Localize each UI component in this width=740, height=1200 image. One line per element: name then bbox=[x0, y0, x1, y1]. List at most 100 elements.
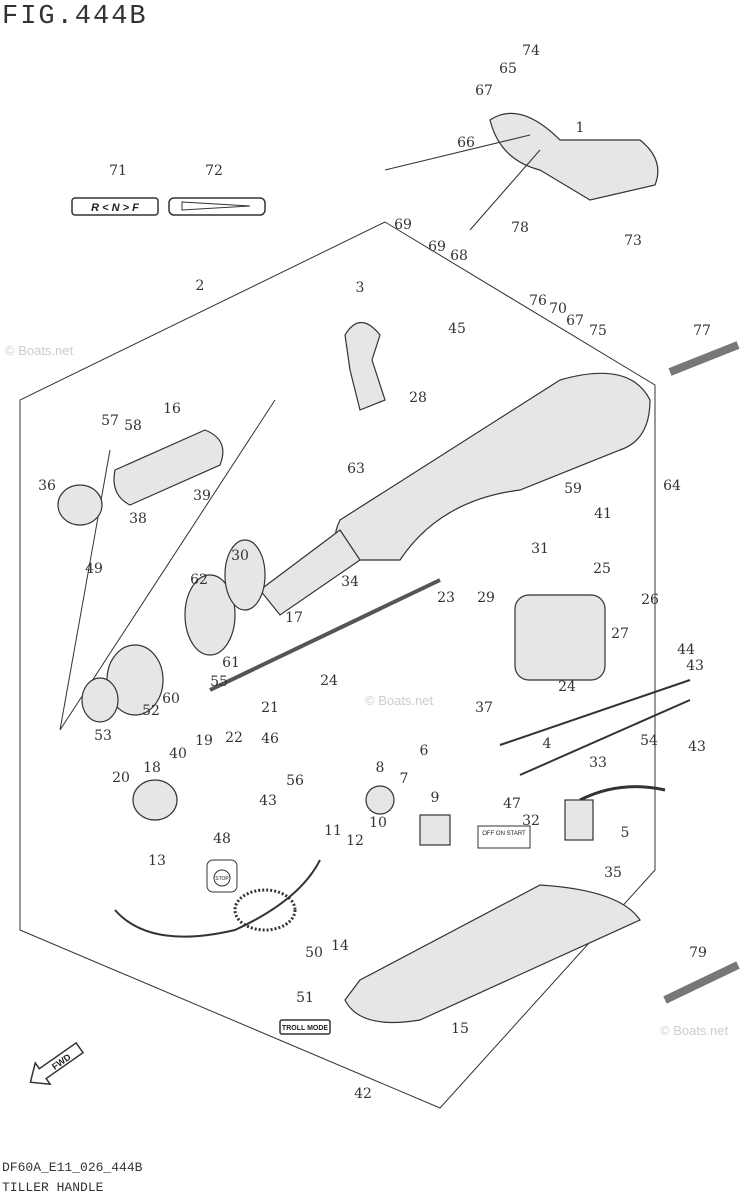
callout-22: 22 bbox=[225, 730, 243, 746]
callout-23: 23 bbox=[437, 590, 455, 606]
figure-code: DF60A_E11_026_444B bbox=[2, 1160, 143, 1175]
stop-decal-text: STOP bbox=[215, 876, 229, 882]
callout-5: 5 bbox=[621, 825, 630, 841]
callout-41: 41 bbox=[594, 506, 612, 522]
callout-78: 78 bbox=[511, 220, 529, 236]
callout-55: 55 bbox=[210, 674, 228, 690]
callout-16: 16 bbox=[163, 401, 181, 417]
shift-decal-text: R < N > F bbox=[91, 202, 139, 214]
callout-3: 3 bbox=[356, 280, 365, 296]
callout-13: 13 bbox=[148, 853, 166, 869]
callout-79: 79 bbox=[689, 945, 707, 961]
callout-1: 1 bbox=[576, 120, 585, 136]
callout-44: 44 bbox=[677, 642, 695, 658]
callout-11: 11 bbox=[324, 823, 342, 839]
callout-18: 18 bbox=[143, 760, 161, 776]
watermark: © Boats.net bbox=[365, 693, 434, 708]
callout-54: 54 bbox=[640, 733, 658, 749]
callout-10: 10 bbox=[369, 815, 387, 831]
callout-38: 38 bbox=[129, 511, 147, 527]
callout-21: 21 bbox=[261, 700, 279, 716]
callout-67: 67 bbox=[566, 313, 584, 329]
callout-68: 68 bbox=[450, 248, 468, 264]
callout-64: 64 bbox=[663, 478, 681, 494]
callout-60: 60 bbox=[162, 691, 180, 707]
stop-decal bbox=[206, 859, 238, 893]
figure-title: FIG.444B bbox=[2, 2, 148, 32]
callout-30: 30 bbox=[231, 548, 249, 564]
callout-45: 45 bbox=[448, 321, 466, 337]
callout-9: 9 bbox=[431, 790, 440, 806]
shift-decal bbox=[71, 197, 159, 216]
callout-20: 20 bbox=[112, 770, 130, 786]
callout-47: 47 bbox=[503, 796, 521, 812]
callout-39: 39 bbox=[193, 488, 211, 504]
assembly-outline bbox=[19, 221, 656, 1109]
troll-decal bbox=[279, 1019, 331, 1035]
callout-53: 53 bbox=[94, 728, 112, 744]
callout-76: 76 bbox=[529, 293, 547, 309]
figure-name: TILLER HANDLE bbox=[2, 1180, 104, 1195]
callout-7: 7 bbox=[400, 771, 409, 787]
callout-28: 28 bbox=[409, 390, 427, 406]
callout-25: 25 bbox=[593, 561, 611, 577]
callout-29: 29 bbox=[477, 590, 495, 606]
callout-48: 48 bbox=[213, 831, 231, 847]
callout-15: 15 bbox=[451, 1021, 469, 1037]
callout-69: 69 bbox=[428, 239, 446, 255]
callout-34: 34 bbox=[341, 574, 359, 590]
callout-71: 71 bbox=[109, 163, 127, 179]
callout-70: 70 bbox=[549, 301, 567, 317]
throttle-decal bbox=[168, 197, 266, 216]
tiller-base bbox=[344, 884, 641, 1024]
callout-56: 56 bbox=[286, 773, 304, 789]
callout-73: 73 bbox=[624, 233, 642, 249]
callout-77: 77 bbox=[693, 323, 711, 339]
callout-50: 50 bbox=[305, 945, 323, 961]
switch-decal-text: OFF ON START bbox=[482, 831, 526, 837]
callout-6: 6 bbox=[420, 743, 429, 759]
callout-26: 26 bbox=[641, 592, 659, 608]
callout-43: 43 bbox=[686, 658, 704, 674]
callout-51: 51 bbox=[296, 990, 314, 1006]
callout-14: 14 bbox=[331, 938, 349, 954]
callout-33: 33 bbox=[589, 755, 607, 771]
callout-4: 4 bbox=[543, 736, 552, 752]
callout-36: 36 bbox=[38, 478, 56, 494]
callout-32: 32 bbox=[522, 813, 540, 829]
callout-74: 74 bbox=[522, 43, 540, 59]
callout-19: 19 bbox=[195, 733, 213, 749]
callout-24: 24 bbox=[320, 673, 338, 689]
callout-40: 40 bbox=[169, 746, 187, 762]
callout-12: 12 bbox=[346, 833, 364, 849]
callout-2: 2 bbox=[196, 278, 205, 294]
callout-43: 43 bbox=[259, 793, 277, 809]
callout-43: 43 bbox=[688, 739, 706, 755]
callout-69: 69 bbox=[394, 217, 412, 233]
callout-27: 27 bbox=[611, 626, 629, 642]
callout-59: 59 bbox=[564, 481, 582, 497]
callout-62: 62 bbox=[190, 572, 208, 588]
callout-31: 31 bbox=[531, 541, 549, 557]
callout-42: 42 bbox=[354, 1086, 372, 1102]
callout-75: 75 bbox=[589, 323, 607, 339]
watermark: © Boats.net bbox=[660, 1023, 729, 1038]
callout-8: 8 bbox=[376, 760, 385, 776]
callout-57: 57 bbox=[101, 413, 119, 429]
callout-66: 66 bbox=[457, 135, 475, 151]
callout-37: 37 bbox=[475, 700, 493, 716]
callout-58: 58 bbox=[124, 418, 142, 434]
grip-group-outline bbox=[59, 399, 276, 731]
part-bracket bbox=[489, 112, 659, 201]
callout-63: 63 bbox=[347, 461, 365, 477]
callout-46: 46 bbox=[261, 731, 279, 747]
callout-72: 72 bbox=[205, 163, 223, 179]
troll-decal-text: TROLL MODE bbox=[282, 1025, 328, 1032]
shift-lever bbox=[344, 321, 386, 411]
throttle-grip bbox=[113, 429, 224, 506]
callout-24: 24 bbox=[558, 679, 576, 695]
callout-17: 17 bbox=[285, 610, 303, 626]
callout-61: 61 bbox=[222, 655, 240, 671]
